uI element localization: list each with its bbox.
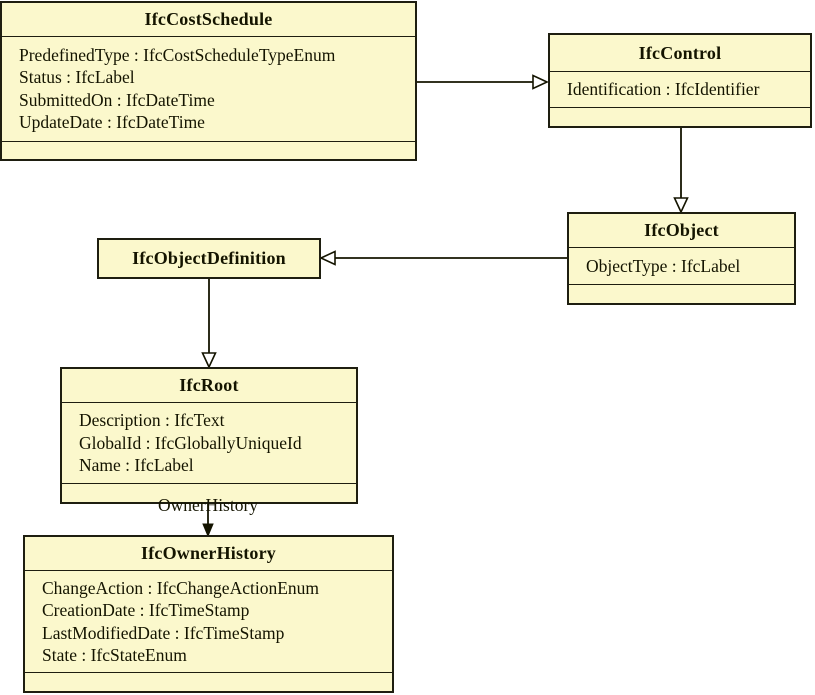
hollow-triangle-arrowhead-icon bbox=[319, 250, 336, 266]
generalization-arrow-control-object bbox=[673, 127, 689, 214]
attribute: LastModifiedDate : IfcTimeStamp bbox=[42, 622, 285, 643]
attribute: State : IfcStateEnum bbox=[42, 645, 187, 665]
class-attributes: Identification : IfcIdentifier bbox=[550, 71, 810, 107]
generalization-arrow-objectdefinition-root bbox=[201, 279, 217, 369]
filled-arrowhead-icon bbox=[202, 523, 214, 538]
class-box-ifcobject: IfcObject ObjectType : IfcLabel bbox=[567, 212, 796, 305]
attribute: Identification : IfcIdentifier bbox=[567, 79, 760, 100]
generalization-arrow-object-objectdefinition bbox=[319, 250, 567, 266]
generalization-arrow-costschedule-control bbox=[417, 74, 549, 90]
attribute: Status : IfcLabel bbox=[19, 67, 135, 88]
class-box-ifcroot: IfcRoot Description : IfcText GlobalId :… bbox=[60, 367, 358, 504]
attribute: ObjectType : IfcLabel bbox=[586, 255, 741, 276]
hollow-triangle-arrowhead-icon bbox=[532, 74, 549, 90]
class-operations-empty bbox=[550, 107, 810, 126]
association-label-ownerhistory: OwnerHistory bbox=[157, 495, 259, 515]
class-operations-empty bbox=[25, 672, 392, 691]
class-title: IfcControl bbox=[638, 42, 722, 63]
class-attributes: Description : IfcText GlobalId : IfcGlob… bbox=[62, 402, 356, 483]
class-box-ifccontrol: IfcControl Identification : IfcIdentifie… bbox=[548, 33, 812, 128]
attribute: UpdateDate : IfcDateTime bbox=[19, 112, 205, 133]
attribute: PredefinedType : IfcCostScheduleTypeEnum bbox=[19, 44, 336, 65]
class-attributes: ChangeAction : IfcChangeActionEnum Creat… bbox=[25, 570, 392, 672]
class-title: IfcObjectDefinition bbox=[132, 248, 286, 268]
attribute: Name : IfcLabel bbox=[79, 455, 194, 476]
attribute: GlobalId : IfcGloballyUniqueId bbox=[79, 432, 302, 453]
attribute: ChangeAction : IfcChangeActionEnum bbox=[42, 577, 320, 598]
hollow-triangle-arrowhead-icon bbox=[673, 197, 689, 214]
class-operations-empty bbox=[62, 483, 356, 502]
class-operations-empty bbox=[569, 284, 794, 303]
class-box-ifccostschedule: IfcCostSchedule PredefinedType : IfcCost… bbox=[0, 1, 417, 161]
class-box-ifcownerhistory: IfcOwnerHistory ChangeAction : IfcChange… bbox=[23, 535, 394, 693]
class-title: IfcRoot bbox=[179, 375, 239, 395]
class-box-ifcobjectdefinition: IfcObjectDefinition bbox=[97, 238, 321, 279]
association-arrow-root-ownerhistory bbox=[202, 503, 214, 538]
attribute: SubmittedOn : IfcDateTime bbox=[19, 89, 215, 110]
class-attributes: PredefinedType : IfcCostScheduleTypeEnum… bbox=[2, 36, 415, 141]
class-title: IfcObject bbox=[644, 220, 719, 240]
hollow-triangle-arrowhead-icon bbox=[201, 352, 217, 369]
class-attributes: ObjectType : IfcLabel bbox=[569, 247, 794, 284]
class-title: IfcCostSchedule bbox=[144, 9, 273, 29]
class-operations-empty bbox=[2, 140, 415, 160]
attribute: CreationDate : IfcTimeStamp bbox=[42, 600, 250, 620]
attribute: Description : IfcText bbox=[79, 410, 225, 431]
class-title: IfcOwnerHistory bbox=[141, 543, 276, 563]
